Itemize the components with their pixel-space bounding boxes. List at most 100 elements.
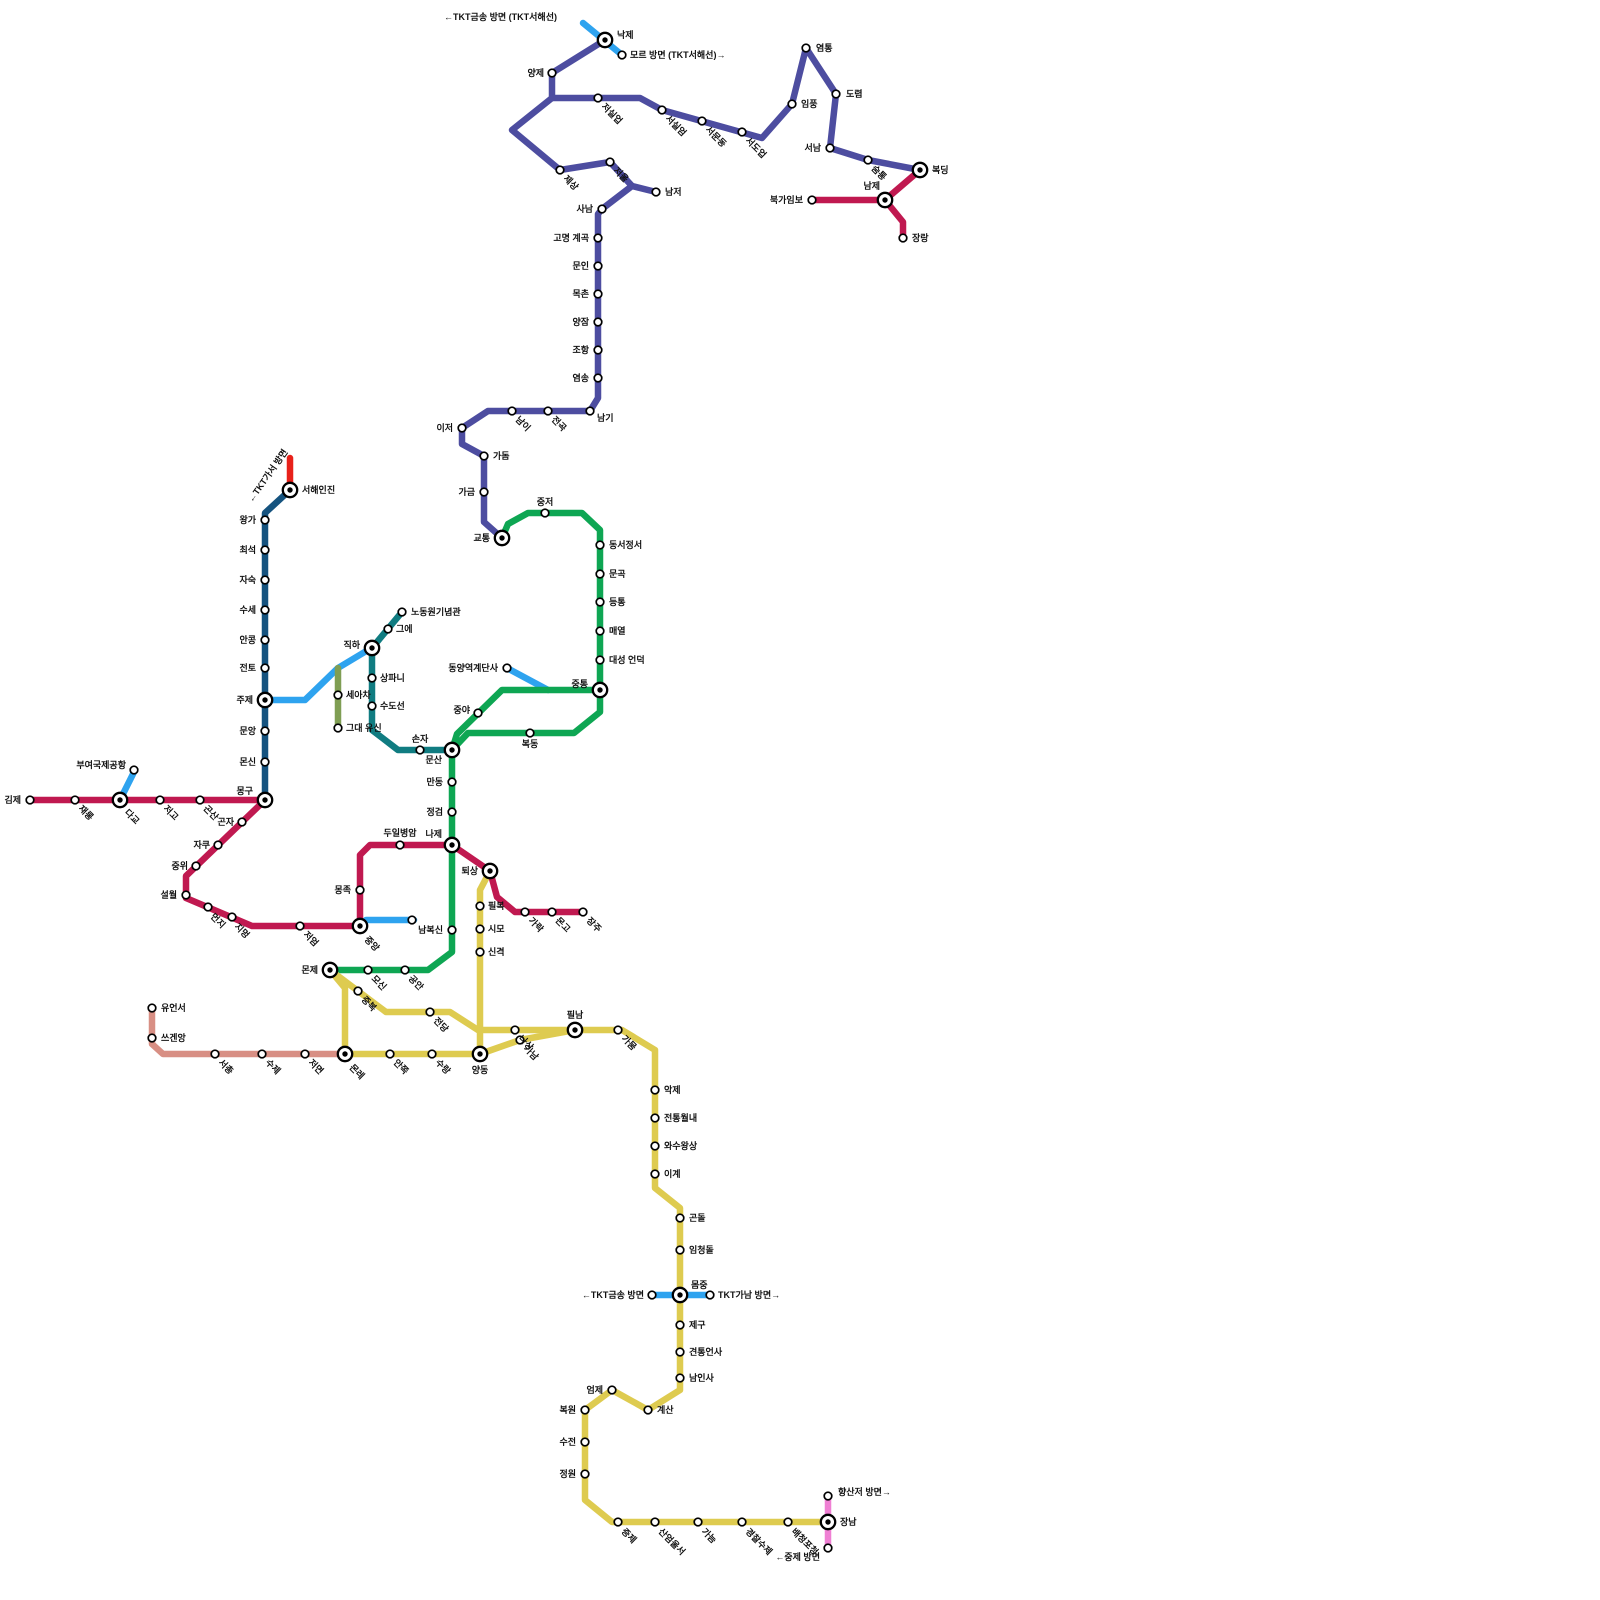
station-label-필남: 필남 xyxy=(567,1009,584,1020)
station-label-북가임보: 북가임보 xyxy=(770,194,804,205)
station-몬신 xyxy=(260,757,270,767)
station-악제 xyxy=(650,1085,660,1095)
station-label-직하: 직하 xyxy=(343,639,360,650)
station-label-전통월내: 전통월내 xyxy=(664,1112,697,1123)
station-label-서해인진: 서해인진 xyxy=(302,484,335,495)
station-label-남저: 남저 xyxy=(665,186,682,197)
station-가돔 xyxy=(479,451,489,461)
station-label-부여국제공항: 부여국제공항 xyxy=(76,759,126,770)
station-유언서 xyxy=(147,1003,157,1013)
station-전당 xyxy=(425,1007,435,1017)
station-엄제 xyxy=(607,1385,617,1395)
station-양제 xyxy=(547,68,557,78)
station-label-수도선: 수도선 xyxy=(380,700,405,711)
station-label-동양역계단사: 동양역계단사 xyxy=(448,662,498,673)
station-수제 xyxy=(257,1049,267,1059)
station-김제 xyxy=(25,795,35,805)
station-가남 xyxy=(515,1035,525,1045)
interchange-몬제 xyxy=(321,961,339,979)
station-전토 xyxy=(260,663,270,673)
interchange-낙제 xyxy=(596,31,614,49)
station-사남 xyxy=(597,204,607,214)
interchange-dot xyxy=(327,967,333,973)
station-label-전토: 전토 xyxy=(239,662,256,673)
interchange-dot xyxy=(117,797,123,803)
station-제구 xyxy=(675,1320,685,1330)
station-저고 xyxy=(155,795,165,805)
station-layer xyxy=(25,31,929,1553)
station-label-도렴: 도렴 xyxy=(846,88,863,99)
interchange-나제 xyxy=(443,836,461,854)
interchange-dot xyxy=(572,1027,578,1033)
station-도렴 xyxy=(831,89,841,99)
station-남복신 xyxy=(447,925,457,935)
interchange-복딩 xyxy=(911,161,929,179)
station-수도선 xyxy=(367,701,377,711)
station-label-가금: 가금 xyxy=(458,486,475,497)
station-label-곤자: 곤자 xyxy=(217,816,234,827)
station-label-몸중: 몸중 xyxy=(691,1280,708,1290)
station-label-양잠: 양잠 xyxy=(572,316,589,327)
station-label-염통: 염통 xyxy=(816,42,833,53)
station-대성 언덕 xyxy=(595,655,605,665)
station-염통 xyxy=(801,43,811,53)
station-정검 xyxy=(447,807,457,817)
station-label-몽구: 몽구 xyxy=(236,786,253,796)
interchange-dot xyxy=(449,842,455,848)
line-salmon-main xyxy=(148,1004,349,1058)
station-목촌 xyxy=(593,289,603,299)
interchange-dot xyxy=(882,197,888,203)
station-매열 xyxy=(595,626,605,636)
station-label-양제: 양제 xyxy=(527,67,544,78)
station-쓰겐앙 xyxy=(147,1033,157,1043)
station-label-손자: 손자 xyxy=(412,733,429,744)
line-green-main xyxy=(498,509,604,694)
station-먼지 xyxy=(203,902,213,912)
line-layer xyxy=(26,19,924,1552)
station-정원 xyxy=(580,1469,590,1479)
station-label-노동원기념관: 노동원기념관 xyxy=(411,606,461,617)
line-lightblue-jikha xyxy=(268,646,372,704)
station-서실엄 xyxy=(657,105,667,115)
station-배청포청 xyxy=(783,1517,793,1527)
station-label-양동: 양동 xyxy=(472,1064,489,1075)
interchange-dot xyxy=(597,687,603,693)
station-label-두일병암: 두일병암 xyxy=(383,827,417,838)
station-label-남제: 남제 xyxy=(863,180,880,191)
station-경찰수제 xyxy=(737,1517,747,1527)
station-stop xyxy=(647,1290,657,1300)
interchange-남제 xyxy=(876,191,894,209)
station-label-계산: 계산 xyxy=(657,1404,674,1415)
station-label-제구: 제구 xyxy=(689,1319,706,1330)
interchange-중통 xyxy=(591,681,609,699)
station-label-시모: 시모 xyxy=(488,924,505,934)
station-label-이계: 이계 xyxy=(664,1168,681,1179)
station-label-사남: 사남 xyxy=(576,203,593,214)
station-label-남복신: 남복신 xyxy=(418,924,443,935)
interchange-교통 xyxy=(493,529,511,547)
station-서남 xyxy=(825,143,835,153)
interchange-dot xyxy=(487,868,493,874)
station-label-최석: 최석 xyxy=(239,544,256,555)
station-label-자숙: 자숙 xyxy=(239,574,256,585)
station-label-신격: 신격 xyxy=(488,946,505,957)
line-green-loop-south xyxy=(448,686,604,754)
station-label-중위: 중위 xyxy=(171,860,188,871)
station-두일병암 xyxy=(395,840,405,850)
station-복동 xyxy=(525,728,535,738)
station-수세 xyxy=(260,605,270,615)
station-중저 xyxy=(540,508,550,518)
interchange-장남 xyxy=(819,1513,837,1531)
interchange-dot xyxy=(677,1292,683,1298)
station-label-수세: 수세 xyxy=(239,604,256,615)
station-label-엄제: 엄제 xyxy=(586,1384,603,1395)
station-label-교통: 교통 xyxy=(473,533,490,543)
station-그대 유신 xyxy=(333,723,343,733)
station-가뭄 xyxy=(613,1025,623,1035)
station-설월 xyxy=(181,890,191,900)
station-label-김제: 김제 xyxy=(4,794,21,805)
interchange-몬레 xyxy=(336,1045,354,1063)
station-조항 xyxy=(593,345,603,355)
